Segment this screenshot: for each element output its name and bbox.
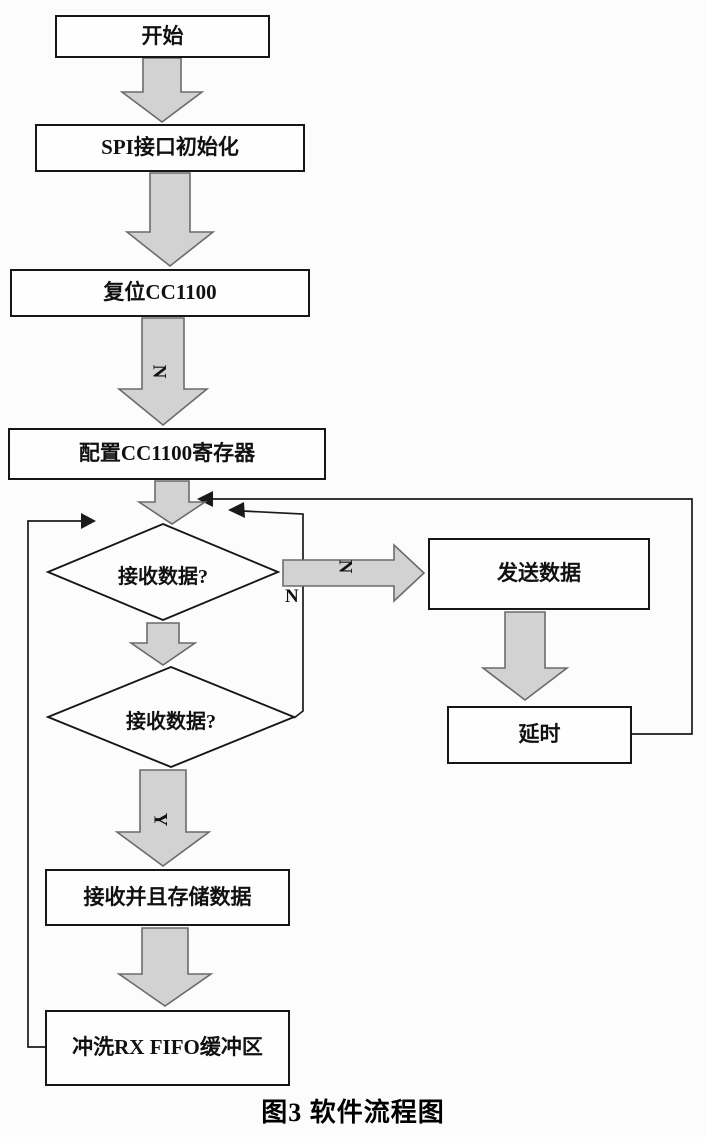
arrow-decision2-to-receive-icon <box>114 769 212 867</box>
decision1-diamond <box>45 522 281 622</box>
node-config-registers: 配置CC1100寄存器 <box>8 428 326 480</box>
node-spi-init-label: SPI接口初始化 <box>101 135 239 160</box>
decision2-no-return-line <box>242 510 304 719</box>
node-start-label: 开始 <box>141 23 184 48</box>
edge-label-y-to-receive-store: Y <box>149 812 171 827</box>
loop-delay-to-decision1-line <box>210 498 693 735</box>
edge-label-n-below-decision1: N <box>285 586 299 607</box>
node-delay: 延时 <box>447 706 632 764</box>
loop-flush-to-decision1-line <box>27 520 82 1048</box>
edge-label-n-after-reset: N <box>148 364 170 379</box>
node-spi-init: SPI接口初始化 <box>35 124 305 172</box>
node-send-data: 发送数据 <box>428 538 650 610</box>
node-receive-and-store-label: 接收并且存储数据 <box>83 884 252 909</box>
node-delay-label: 延时 <box>518 722 561 747</box>
node-flush-rx-fifo-label: 冲洗RX FIFO缓冲区 <box>72 1035 263 1060</box>
arrow-start-to-spi-icon <box>119 57 205 123</box>
arrow-spi-to-reset-icon <box>124 172 216 268</box>
arrow-decision1-to-decision2-icon <box>128 622 198 666</box>
edge-label-n-to-send-data: N <box>334 559 356 574</box>
loop-flush-arrowhead-icon <box>81 513 96 529</box>
node-reset-cc1100: 复位CC1100 <box>10 269 310 317</box>
arrow-receive-to-flush-icon <box>116 927 214 1007</box>
decision2-diamond <box>45 665 297 769</box>
node-send-data-label: 发送数据 <box>497 561 581 586</box>
arrow-config-to-decision1-icon <box>136 480 208 525</box>
decision2-no-arrowhead-icon <box>228 502 245 518</box>
node-start: 开始 <box>55 15 270 58</box>
decision2-label: 接收数据? <box>126 711 216 733</box>
figure-caption: 图3 软件流程图 <box>261 1098 445 1127</box>
node-reset-cc1100-label: 复位CC1100 <box>103 280 217 305</box>
decision1-label: 接收数据? <box>118 566 208 588</box>
arrow-reset-to-config-icon <box>116 317 210 427</box>
arrow-send-to-delay-icon <box>480 611 570 702</box>
loop-delay-arrowhead-icon <box>197 491 213 507</box>
node-config-registers-label: 配置CC1100寄存器 <box>78 441 256 466</box>
node-receive-and-store: 接收并且存储数据 <box>45 869 290 926</box>
node-flush-rx-fifo: 冲洗RX FIFO缓冲区 <box>45 1010 290 1086</box>
arrow-decision1-to-send-icon <box>282 543 426 603</box>
